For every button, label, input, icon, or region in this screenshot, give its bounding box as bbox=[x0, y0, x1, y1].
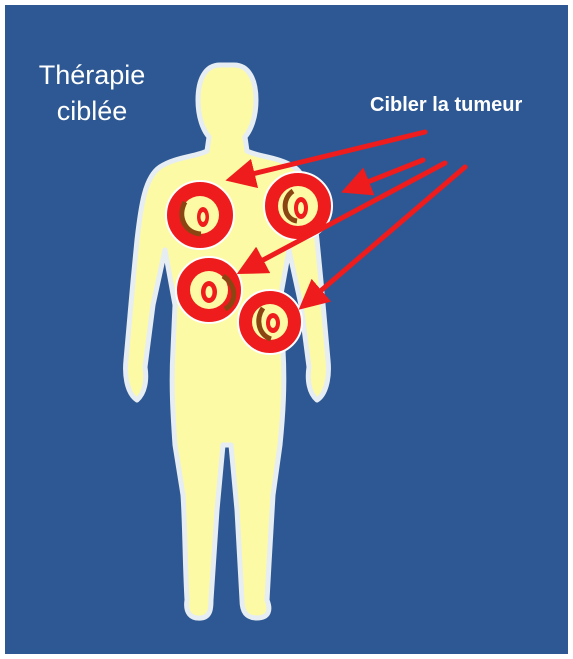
diagram-title: Thérapie ciblée bbox=[17, 57, 167, 129]
target-icon bbox=[166, 181, 234, 249]
slide-background: Thérapie ciblée Cibler la tumeur bbox=[5, 5, 568, 654]
title-line-1: Thérapie bbox=[17, 57, 167, 93]
human-body-silhouette bbox=[126, 65, 329, 618]
body-outline bbox=[126, 65, 329, 618]
title-line-2: ciblée bbox=[17, 93, 167, 129]
target-icon bbox=[176, 257, 242, 323]
target-icon bbox=[238, 290, 302, 354]
callout-label: Cibler la tumeur bbox=[370, 94, 522, 117]
